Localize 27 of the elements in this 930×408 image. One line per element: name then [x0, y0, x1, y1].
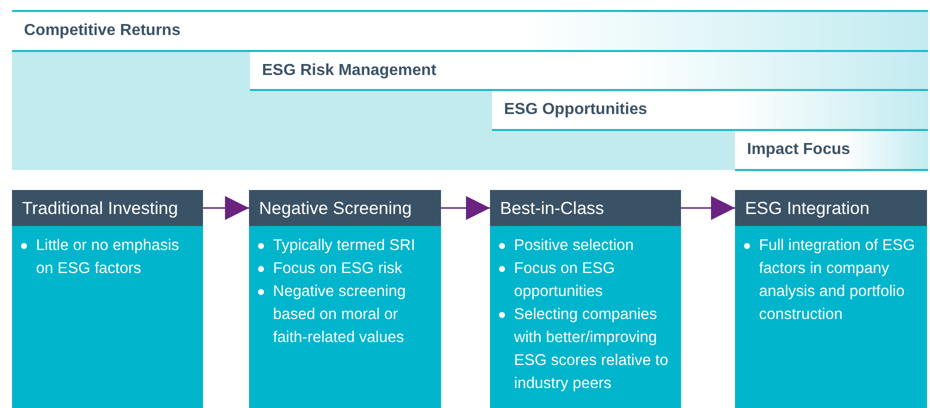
stage-heading: ESG Integration [735, 190, 927, 226]
stage-box [12, 190, 203, 408]
band [735, 131, 928, 171]
bullet-text: Selecting companies with better/improving ESG scores relative to industry peers [514, 306, 668, 392]
stage-heading: Traditional Investing [12, 190, 203, 226]
bullet-text: Little or no emphasis on ESG factors [36, 237, 180, 277]
band-label: Impact Focus [747, 141, 850, 159]
arrow [203, 196, 249, 220]
band [12, 12, 928, 52]
band-label: Competitive Returns [24, 22, 180, 40]
stage-heading: Negative Screening [249, 190, 441, 226]
band-label: ESG Risk Management [262, 62, 436, 80]
arrow [441, 196, 490, 220]
stage-heading: Best-in-Class [490, 190, 681, 226]
bullet-text: Focus on ESG risk [273, 260, 402, 277]
band-label: ESG Opportunities [504, 101, 648, 119]
arrow [681, 196, 735, 220]
band [250, 52, 928, 91]
stage-box [490, 190, 681, 408]
bullet-text: Typically termed SRI [273, 237, 416, 254]
stage-box [249, 190, 441, 408]
stage-box [735, 190, 927, 408]
bullet-text: Focus on ESG opportunities [514, 260, 615, 300]
bullet-text: Positive selection [514, 237, 634, 254]
bullet-text: Full integration of ESG factors in company analysis and portfolio construction [759, 237, 915, 323]
band [492, 91, 928, 131]
bullet-text: Negative screening based on moral or faith-related values [273, 283, 406, 346]
